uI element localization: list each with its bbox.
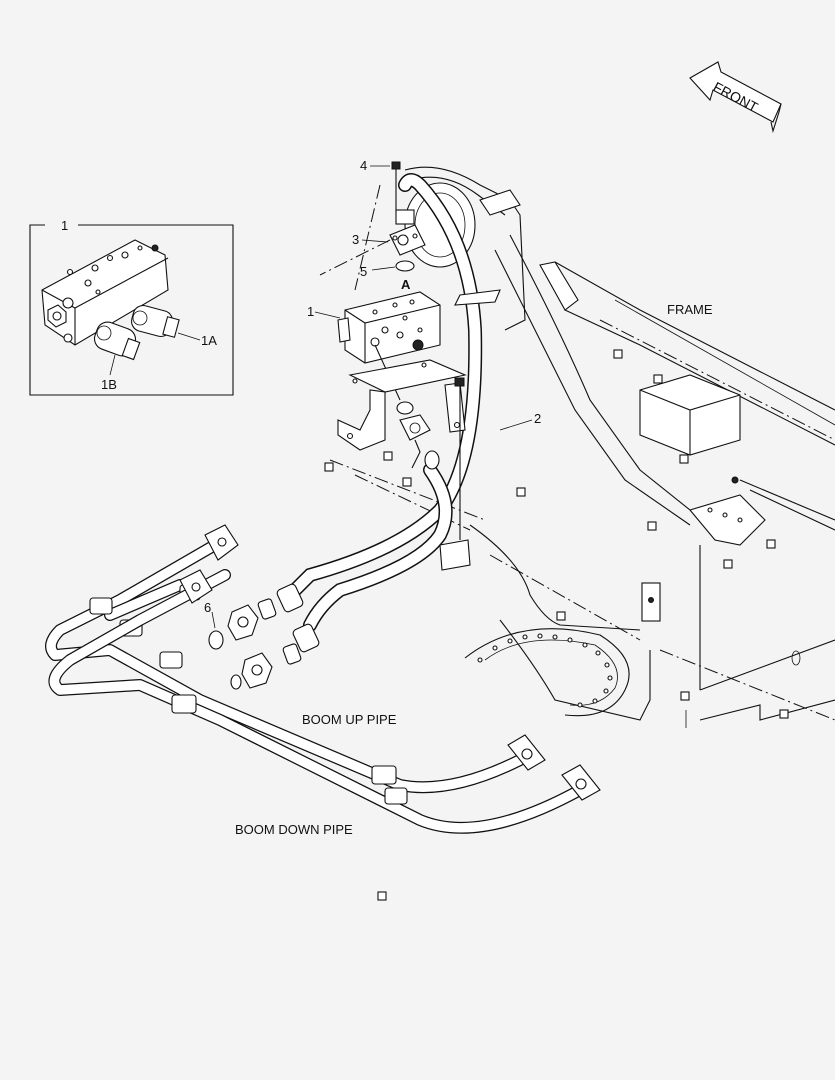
callout-6: 6 [204,600,211,615]
inset-valve-detail: 1 1A 1B [29,218,234,396]
front-arrow: FRONT [689,61,782,134]
boom-down-pipe [48,569,601,834]
valve-block-part-1: 1 B [307,289,501,401]
valve-bracket [337,359,471,571]
hose-part-2: 2 [276,173,541,653]
callout-1: 1 [307,304,314,319]
callout-5: 5 [360,264,367,279]
callout-2: 2 [534,411,541,426]
callout-3: 3 [352,232,359,247]
frame-label: FRAME [667,302,713,317]
port-a-label: A [401,277,411,292]
inset-callout-1: 1 [61,218,68,233]
boom-down-pipe-label: BOOM DOWN PIPE [235,822,353,837]
floor-plate [324,349,789,901]
flange-adapter-group: 4 3 5 A [319,158,426,292]
callout-1B: 1B [101,377,117,392]
pipe-fittings: 6 [204,598,302,690]
callout-1A: 1A [201,333,217,348]
callout-4: 4 [360,158,367,173]
boom-up-pipe-label: BOOM UP PIPE [302,712,397,727]
